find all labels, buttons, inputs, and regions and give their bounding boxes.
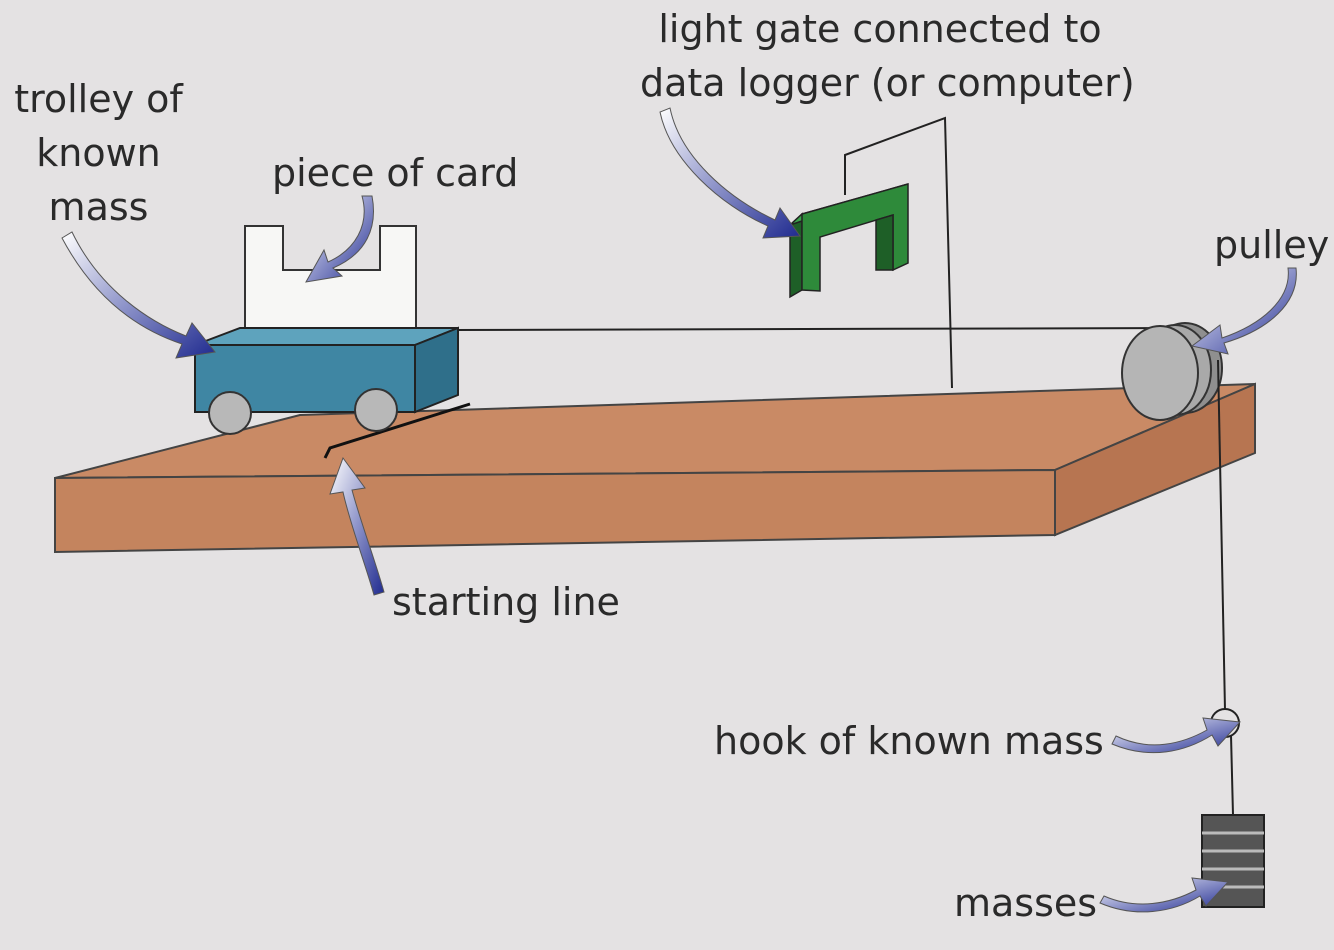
starting-line-mark [323, 402, 471, 459]
arrow-icon [1111, 717, 1242, 754]
light-gate-label: light gate connected to data logger (or … [640, 2, 1135, 110]
light-gate-icon [789, 183, 909, 299]
trolley-label-line1: trolley of [14, 77, 183, 121]
trolley-label-line2: known [36, 131, 161, 175]
trolley-label: trolley of known mass [6, 72, 191, 234]
light-gate-label-line1: light gate connected to [658, 7, 1102, 51]
trolley-label-line3: mass [48, 185, 149, 229]
starting-line-label: starting line [392, 580, 620, 624]
bench [54, 382, 1256, 554]
card-icon [244, 225, 417, 333]
arrow-icon [659, 107, 801, 239]
light-gate-stand [844, 116, 953, 389]
pulley-icon [1121, 322, 1223, 421]
trolley-icon [194, 326, 459, 435]
arrow-icon [305, 195, 374, 283]
string-horizontal [454, 327, 1186, 331]
bench-front [54, 468, 1056, 554]
arrow-icon [329, 456, 385, 596]
hook-label: hook of known mass [714, 719, 1104, 763]
light-gate-label-line2: data logger (or computer) [640, 61, 1135, 105]
hook-string [1230, 734, 1234, 816]
masses-label: masses [954, 881, 1098, 925]
arrow-icon [1190, 267, 1297, 355]
pulley-label: pulley [1214, 223, 1330, 267]
arrow-icon [61, 231, 216, 359]
arrow-icon [1099, 877, 1230, 913]
string-vertical [1217, 359, 1226, 711]
card-label: piece of card [272, 151, 519, 195]
